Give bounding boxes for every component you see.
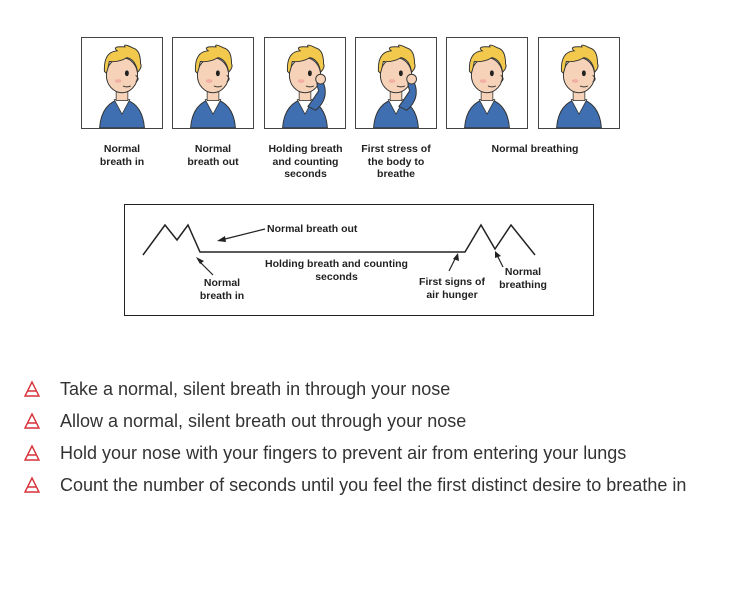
boy-holding-nose-illustration — [373, 44, 419, 128]
arrow-breath-in-line — [198, 260, 214, 276]
list-item: Allow a normal, silent breath out throug… — [20, 405, 710, 437]
label-breath-out: Normal breath out — [267, 223, 358, 235]
step-text: Hold your nose with your fingers to prev… — [60, 443, 627, 463]
triangle-bullet-icon — [23, 412, 41, 429]
panel-5 — [446, 37, 528, 129]
boy-holding-nose-illustration — [282, 44, 328, 128]
label-holding-breath: Holding breath and counting seconds — [265, 258, 408, 283]
panel-3 — [264, 37, 346, 129]
boy-illustration — [464, 44, 510, 128]
label-air-hunger: First signs of air hunger — [419, 276, 485, 301]
arrow-air-hunger-head — [453, 253, 459, 261]
list-item: Hold your nose with your fingers to prev… — [20, 437, 710, 469]
breathing-line — [142, 223, 536, 256]
breathing-diagram: Normal breath out Holding breath and cou… — [124, 204, 594, 316]
triangle-bullet-icon — [23, 476, 41, 493]
arrow-breath-out-head — [217, 236, 226, 242]
triangle-bullet-icon — [23, 444, 41, 461]
triangle-bullet-icon — [23, 380, 41, 397]
step-text: Allow a normal, silent breath out throug… — [60, 411, 467, 431]
label-normal-breathing: Normal breathing — [499, 266, 547, 291]
breathing-wave — [142, 223, 536, 276]
arrow-breath-out-line — [220, 228, 266, 241]
arrow-normal-breathing-head — [495, 251, 501, 258]
panel-4 — [355, 37, 437, 129]
caption-normal-breathing: Normal breathing — [491, 143, 579, 155]
list-item: Take a normal, silent breath in through … — [20, 373, 710, 405]
boy-illustration — [99, 44, 145, 128]
panel-6 — [538, 37, 620, 129]
instruction-list: Take a normal, silent breath in through … — [20, 373, 710, 501]
caption-normal-breath-out: Normal breath out — [187, 143, 239, 168]
arrow-breath-in-head — [196, 257, 204, 264]
label-breath-in: Normal breath in — [199, 277, 245, 302]
panel-1 — [81, 37, 163, 129]
boy-illustration — [556, 44, 602, 128]
caption-holding-breath: Holding breath and counting seconds — [268, 143, 343, 180]
boy-illustration — [190, 44, 236, 128]
caption-first-stress: First stress of the body to breathe — [361, 143, 431, 180]
step-text: Count the number of seconds until you fe… — [60, 475, 687, 495]
caption-normal-breath-in: Normal breath in — [99, 143, 145, 168]
panel-2 — [172, 37, 254, 129]
step-text: Take a normal, silent breath in through … — [60, 379, 451, 399]
list-item: Count the number of seconds until you fe… — [20, 469, 710, 501]
